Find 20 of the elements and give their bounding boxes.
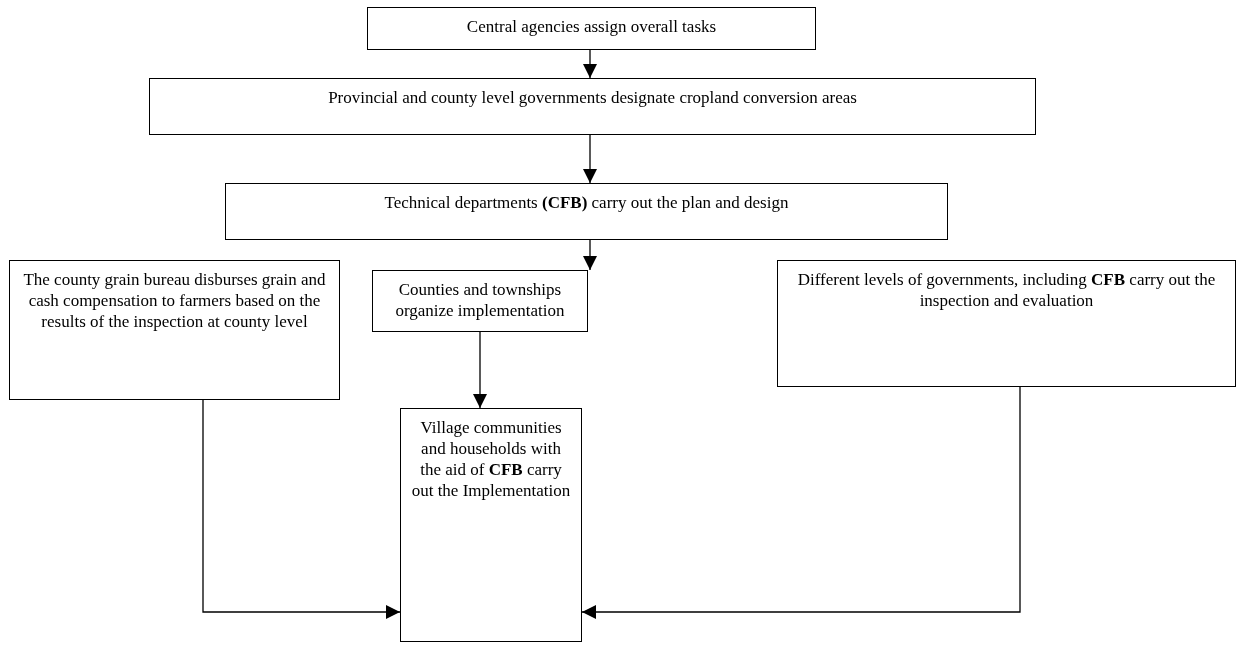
process-box xyxy=(367,7,816,50)
arrow xyxy=(583,239,597,271)
arrow xyxy=(583,49,597,79)
box-text: The county grain bureau disburses grain and cash compensation to farmers based on the results of the inspection at county level xyxy=(22,269,327,332)
box-text: Village communities and households with the aid of CFB carry out the Implementation xyxy=(410,417,572,501)
box-text: Provincial and county level governments designate cropland conversion areas xyxy=(328,87,857,108)
process-box xyxy=(777,260,1236,387)
arrow xyxy=(202,399,401,619)
process-box xyxy=(9,260,340,400)
process-box xyxy=(225,183,948,240)
box-text: Technical departments (CFB) carry out the plan and design xyxy=(384,192,789,213)
box-text: Central agencies assign overall tasks xyxy=(466,16,717,37)
arrow xyxy=(581,386,1021,619)
box-text: Different levels of governments, including CFB carry out the inspection and evaluation xyxy=(796,269,1217,311)
arrow xyxy=(583,134,597,184)
process-box xyxy=(400,408,582,642)
arrow xyxy=(473,331,487,409)
box-text: Counties and townships organize implementation xyxy=(394,279,566,321)
process-box xyxy=(372,270,588,332)
process-box xyxy=(149,78,1036,135)
